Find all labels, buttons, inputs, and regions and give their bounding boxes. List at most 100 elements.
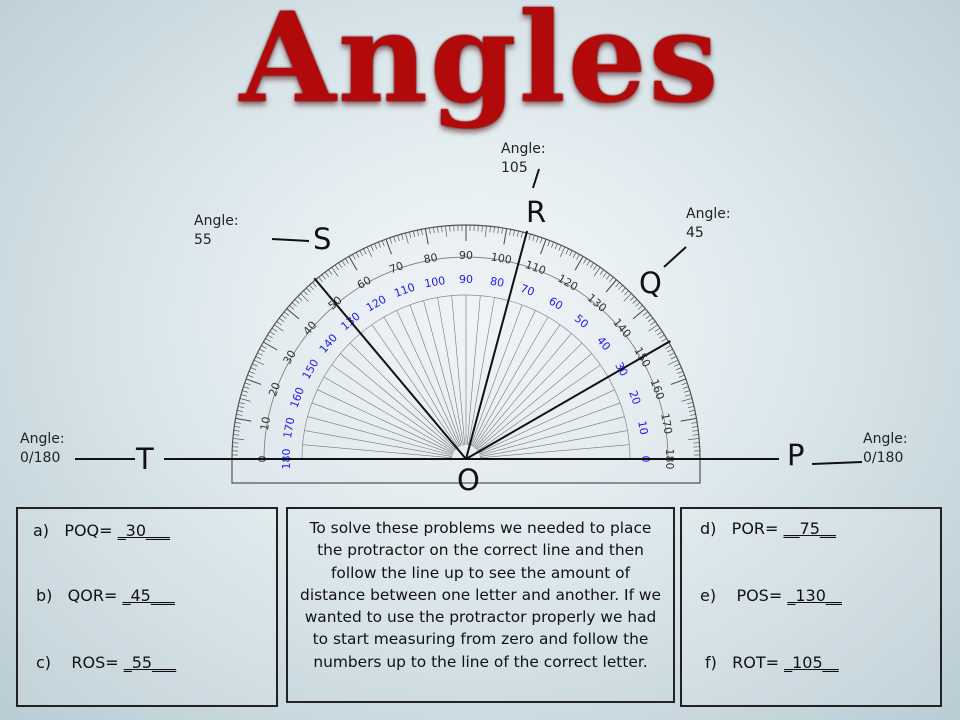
protractor-tick xyxy=(586,260,591,266)
protractor-tick xyxy=(669,352,675,356)
protractor-tick xyxy=(378,241,381,248)
protractor-tick xyxy=(623,293,632,302)
answer-row-a: a) POQ= _30___ xyxy=(33,521,170,540)
protractor-guide-line xyxy=(466,295,481,446)
protractor-tick xyxy=(677,371,684,374)
protractor-guide-line xyxy=(471,310,536,447)
protractor-tick xyxy=(674,363,680,367)
protractor-tick xyxy=(437,226,439,233)
protractor-tick xyxy=(291,302,297,307)
protractor-tick xyxy=(551,241,554,248)
answer-label: ROT= xyxy=(732,653,785,672)
protractor-tick xyxy=(397,235,400,242)
protractor-tick xyxy=(559,246,566,258)
protractor-tick xyxy=(263,341,278,351)
protractor-guide-line xyxy=(479,416,625,456)
angle-label-p: Angle: 0/180 xyxy=(863,430,908,468)
protractor-tick xyxy=(389,237,393,244)
answer-row-d: d) POR= __75__ xyxy=(700,519,836,538)
protractor-tick xyxy=(685,394,692,397)
protractor-guide-line xyxy=(468,297,495,446)
protractor-tick xyxy=(352,254,356,260)
angle-label-s: Angle: 55 xyxy=(194,212,239,250)
answer-letter: e) xyxy=(700,586,717,605)
protractor-tick xyxy=(366,246,373,258)
protractor-tick xyxy=(513,230,515,237)
protractor-tick xyxy=(687,402,694,405)
protractor-tick xyxy=(489,226,491,233)
protractor-tick xyxy=(424,228,429,245)
protractor-guide-line xyxy=(470,304,523,446)
protractor-tick xyxy=(294,299,300,304)
protractor-guide-line xyxy=(479,402,621,455)
protractor-tick xyxy=(593,267,601,277)
answers-right-box xyxy=(680,507,942,707)
protractor-tick xyxy=(647,317,654,323)
answer-letter: f) xyxy=(705,653,717,672)
scale-number-outer: 20 xyxy=(266,381,283,399)
protractor-tick xyxy=(341,260,346,266)
protractor-tick xyxy=(259,348,265,353)
angle-label-p-title: Angle: xyxy=(863,431,908,447)
protractor-tick xyxy=(252,363,258,367)
protractor: 0102030405060708090100110120130140150160… xyxy=(231,224,701,484)
protractor-tick xyxy=(632,299,638,304)
protractor-guide-line xyxy=(472,316,549,448)
protractor-tick xyxy=(532,235,535,242)
scale-number-inner: 90 xyxy=(459,273,473,286)
point-t: T xyxy=(136,442,154,476)
protractor-tick xyxy=(528,233,531,240)
protractor-tick xyxy=(618,284,623,290)
protractor-tick xyxy=(242,390,249,393)
protractor-guide-line xyxy=(302,444,453,459)
protractor-guide-line xyxy=(479,430,628,457)
scale-number-inner: 80 xyxy=(489,275,505,290)
protractor-tick xyxy=(589,262,594,268)
protractor-tick xyxy=(621,287,626,293)
protractor-tick xyxy=(393,236,396,243)
protractor-tick xyxy=(665,345,671,349)
protractor-tick xyxy=(413,230,416,237)
protractor-tick xyxy=(297,296,303,301)
protractor-tick xyxy=(286,308,300,320)
protractor-tick xyxy=(409,231,412,238)
protractor-tick xyxy=(670,378,687,385)
protractor-tick xyxy=(355,252,360,258)
protractor-tick xyxy=(324,271,330,278)
protractor-tick xyxy=(233,434,240,436)
protractor-tick xyxy=(599,269,604,275)
ray-os xyxy=(313,277,467,460)
angle-label-p-value: 0/180 xyxy=(863,450,904,466)
protractor-tick xyxy=(605,279,617,293)
protractor-tick xyxy=(237,410,244,412)
scale-number-outer: 90 xyxy=(459,249,473,262)
protractor-tick xyxy=(348,256,358,271)
protractor-tick xyxy=(691,426,698,428)
protractor-tick xyxy=(300,293,309,302)
leader-p xyxy=(811,461,863,465)
protractor-tick xyxy=(688,410,695,412)
angle-label-r-title: Angle: xyxy=(501,141,546,157)
protractor-tick xyxy=(274,324,284,332)
protractor-tick xyxy=(253,359,265,366)
protractor-tick xyxy=(632,308,646,320)
protractor-tick xyxy=(276,321,282,326)
protractor-guide-line xyxy=(423,300,463,446)
protractor-guide-line xyxy=(437,297,464,446)
protractor-guide-line xyxy=(476,353,592,451)
protractor-tick xyxy=(363,248,367,255)
protractor-tick xyxy=(267,334,273,339)
scale-number-outer: 170 xyxy=(658,412,674,435)
protractor-tick xyxy=(681,398,693,402)
protractor-tick xyxy=(283,311,289,316)
protractor-tick xyxy=(615,282,620,288)
protractor-tick xyxy=(501,227,503,234)
protractor-tick xyxy=(497,227,499,234)
protractor-tick xyxy=(248,371,255,374)
point-p: P xyxy=(787,438,805,472)
protractor-tick xyxy=(238,402,245,405)
point-s: S xyxy=(313,222,332,256)
protractor-tick xyxy=(683,390,690,393)
protractor-tick xyxy=(565,248,569,255)
